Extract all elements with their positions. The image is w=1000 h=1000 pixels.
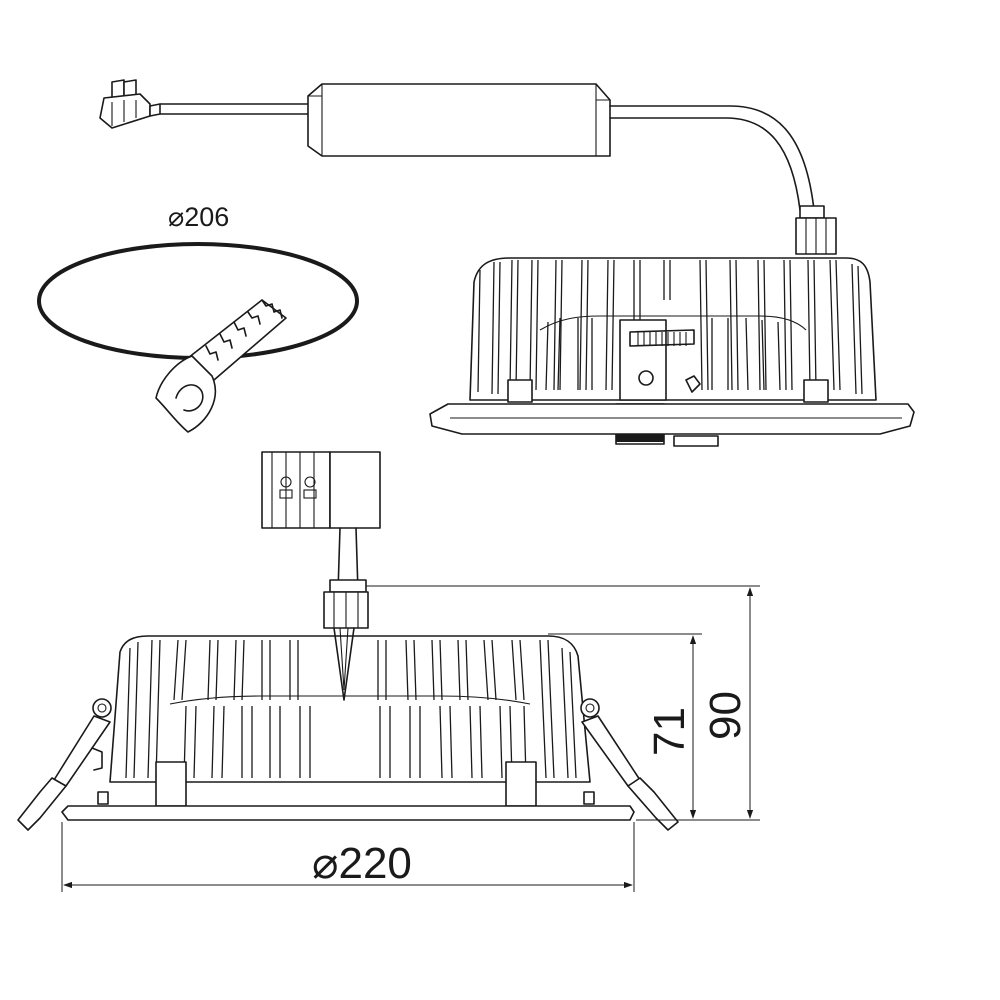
dimension-lines: ⌀220 90 71	[61, 585, 760, 892]
heat-sink-fins-top	[477, 259, 863, 395]
output-cable	[609, 105, 815, 211]
luminaire-side-view	[17, 451, 679, 831]
plug-connector	[99, 79, 161, 129]
cutout-diagram: ⌀206	[37, 202, 359, 433]
terminal-block	[261, 451, 381, 529]
spring-clip-right	[580, 698, 679, 831]
cable-gland-top	[795, 205, 837, 255]
diameter-label: ⌀220	[312, 839, 412, 888]
saw-icon	[155, 299, 287, 433]
cable-gland-side	[323, 579, 369, 629]
cutout-diameter-label: ⌀206	[168, 202, 229, 232]
height-total-label: 90	[701, 691, 750, 740]
height-body-label: 71	[645, 707, 694, 756]
driver-unit	[99, 79, 815, 211]
luminaire-top-view	[429, 205, 915, 447]
cutout-ellipse	[37, 242, 359, 360]
spring-clip-left	[17, 698, 112, 831]
driver-box	[307, 83, 611, 157]
input-cable	[159, 103, 309, 115]
